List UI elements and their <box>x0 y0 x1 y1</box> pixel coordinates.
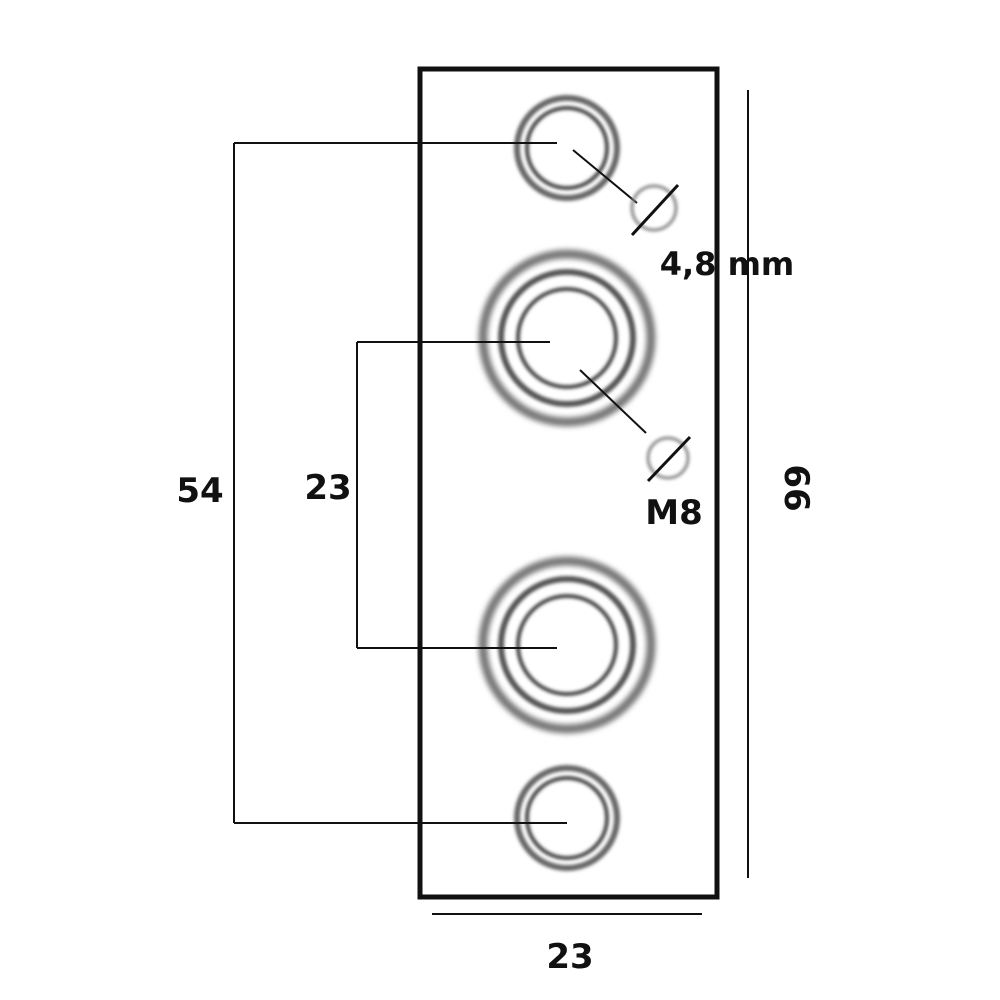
diameter-symbol-icon <box>646 436 690 480</box>
thread-m8-callout <box>579 369 692 483</box>
callout-m8-label: M8 <box>645 493 703 533</box>
dimension-66-label: 66 <box>776 464 816 511</box>
plate-outline <box>417 66 720 900</box>
large-hole-lower <box>478 556 656 734</box>
small-hole-bottom <box>514 765 620 871</box>
diameter-symbol-icon <box>630 184 678 232</box>
dimension-54-label: 54 <box>176 471 223 511</box>
dimension-23-width-label: 23 <box>546 937 593 977</box>
callout-diameter-4-8-label: 4,8 mm <box>660 245 795 283</box>
dimension-23-inner-label: 23 <box>304 468 351 508</box>
diameter-4-8-callout <box>572 149 680 237</box>
dimension-23-inner-bracket <box>356 341 557 649</box>
small-hole-top <box>514 95 620 201</box>
dimension-54-bracket <box>233 142 567 824</box>
large-hole-upper <box>478 249 656 427</box>
